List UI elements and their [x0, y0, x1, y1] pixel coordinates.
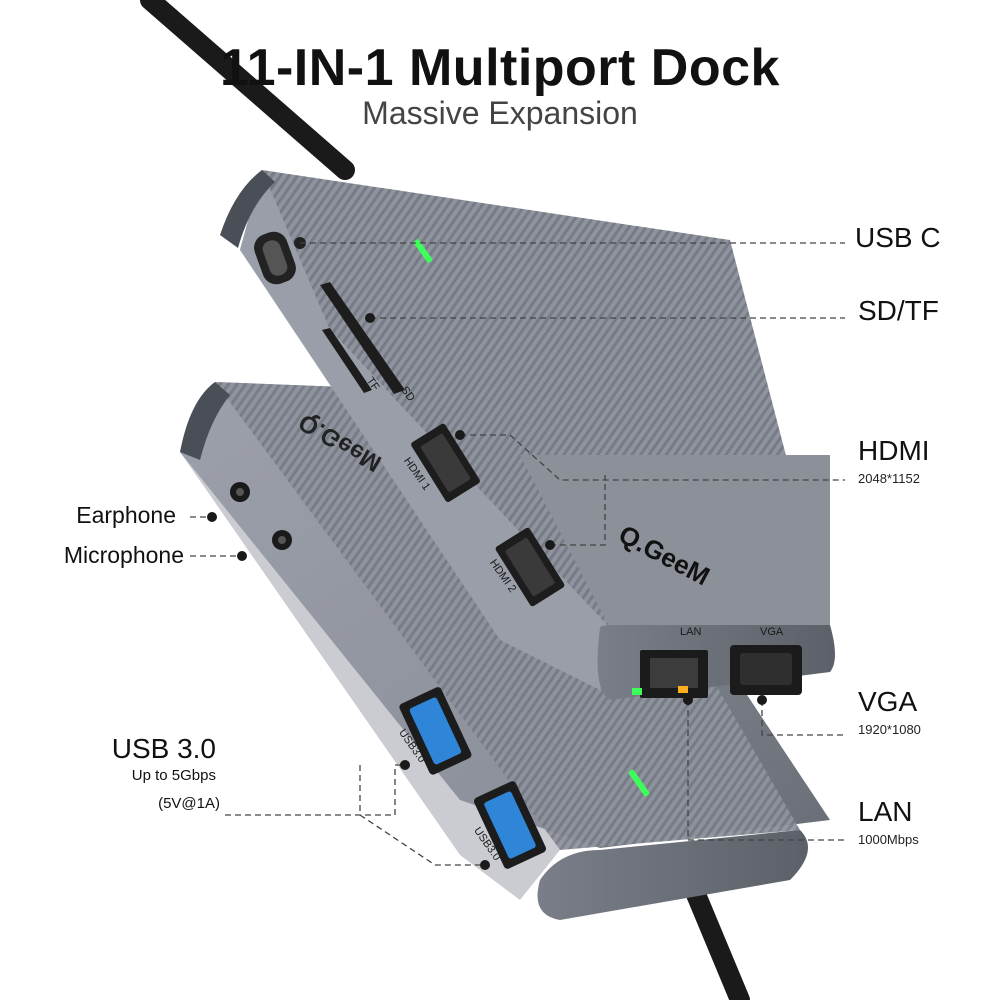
lan-led-amber	[678, 686, 688, 693]
callout-lines	[190, 242, 845, 866]
headline: 11-IN-1 Multiport Dock	[220, 39, 780, 97]
bottom-cable	[680, 870, 750, 1000]
usb3-spec-power: (5V@1A)	[158, 795, 220, 812]
sd-tf-label: SD/TF	[858, 295, 939, 326]
lan-port-label: LAN	[680, 626, 702, 638]
usb3-leader-a	[225, 764, 405, 816]
callout-dots	[207, 313, 767, 870]
microphone-label: Microphone	[63, 542, 184, 568]
usb3-spec-speed: Up to 5Gbps	[131, 767, 216, 784]
lan-spec: 1000Mbps	[858, 832, 919, 847]
upper-led-indicator	[413, 239, 433, 263]
usb-c-label: USB C	[855, 222, 941, 253]
lower-dock-corner	[180, 382, 230, 460]
vga-port-label: VGA	[760, 626, 784, 638]
top-cable	[140, 0, 355, 180]
lower-led-indicator	[628, 769, 650, 797]
hdmi-2-leader	[550, 475, 606, 546]
upper-dock-logo-panel	[520, 455, 830, 628]
lower-dock-face	[180, 382, 560, 900]
hdmi-1-leader	[460, 434, 845, 481]
usb3-leader-b	[359, 765, 485, 866]
lower-dock-end	[537, 830, 808, 920]
hdmi-1-port	[411, 423, 480, 502]
vga-label: VGA	[858, 686, 918, 717]
tf-card-slot	[322, 328, 372, 393]
sd-card-slot	[320, 282, 405, 394]
lan-led-green	[632, 688, 642, 695]
hdmi-label: HDMI	[858, 435, 930, 466]
upper-dock-corner	[220, 170, 275, 248]
lan-label: LAN	[858, 796, 913, 827]
subheadline: Massive Expansion	[362, 95, 638, 131]
hdmi-spec: 2048*1152	[858, 471, 920, 486]
usb3-label: USB 3.0	[111, 733, 216, 764]
vga-leader	[761, 700, 845, 736]
vga-spec: 1920*1080	[858, 722, 921, 737]
usb3-port-b	[473, 781, 547, 869]
usb3-port-a	[399, 687, 472, 775]
lan-leader	[687, 700, 845, 841]
earphone-label: Earphone	[76, 502, 176, 528]
hdmi-2-port	[495, 527, 565, 607]
